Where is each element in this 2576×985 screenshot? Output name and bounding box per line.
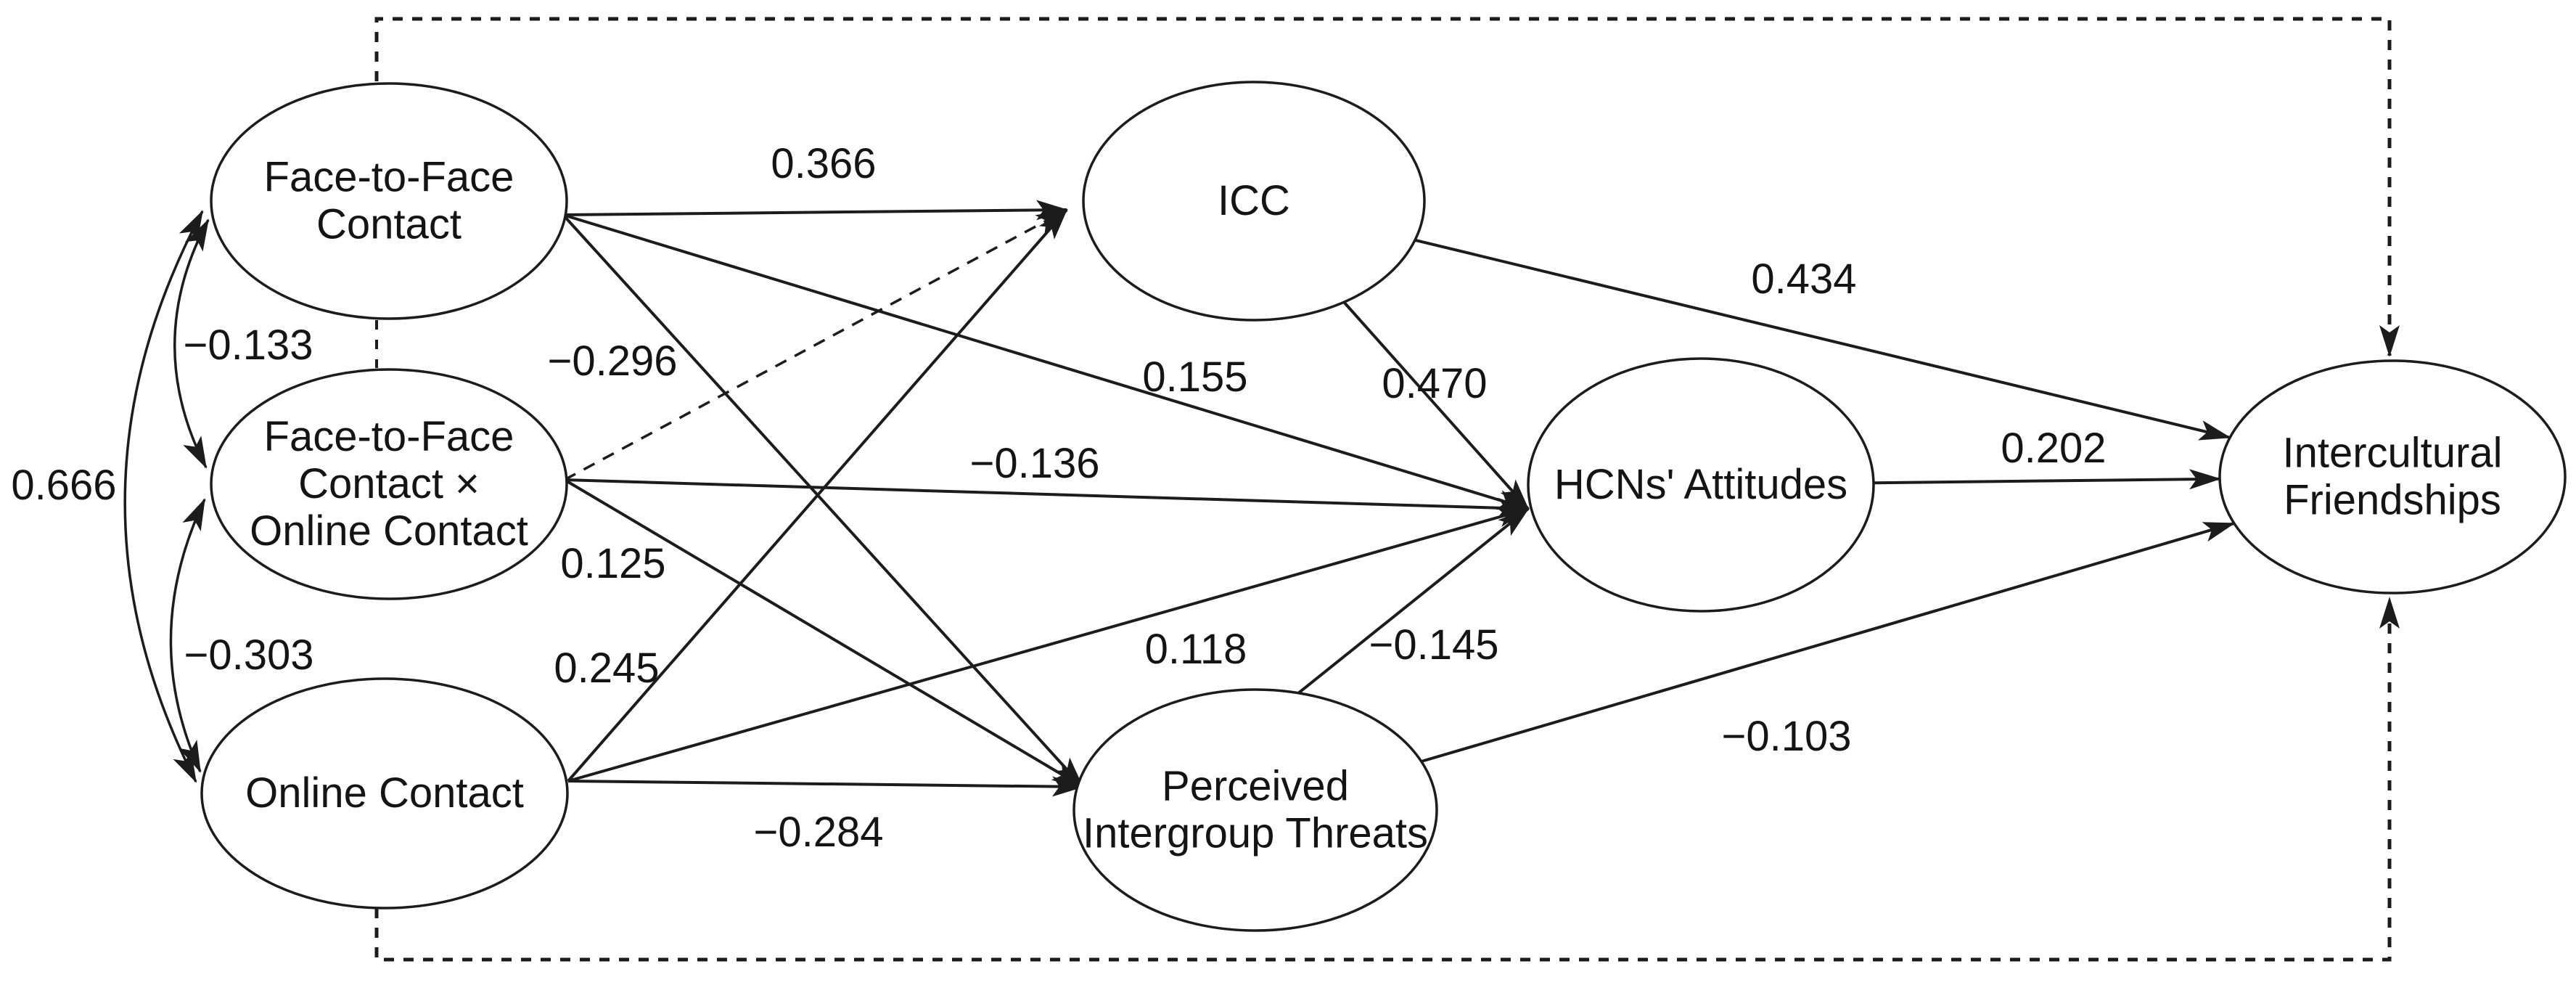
node-label-line: Online Contact <box>250 507 528 555</box>
path-arrow-ftfxonline-to-attitudes <box>564 478 1530 518</box>
path-coefficient-online-to-attitudes: 0.118 <box>1145 626 1247 673</box>
covariance-coefficient-ftfxonline-online: −0.303 <box>184 632 313 679</box>
path-coefficient-ftf-to-threats: −0.296 <box>547 338 677 385</box>
node-label-line: Friendships <box>2284 477 2501 524</box>
path-arrow-online-to-threats <box>567 776 1084 797</box>
node-ellipse-ftfxonline <box>210 368 568 600</box>
path-arrow-attitudes-to-friendships <box>1873 469 2222 490</box>
node-label-line: Face-to-Face <box>264 154 514 201</box>
node-label-line: Face-to-Face <box>264 413 514 460</box>
path-arrow-ftfxonline-to-threats <box>563 478 1084 788</box>
node-label-attitudes: HCNs' Attitudes <box>1554 461 1847 508</box>
path-coefficient-icc-to-friendships: 0.434 <box>1751 256 1856 303</box>
covariance-curve-ftf-online <box>123 210 204 783</box>
path-coefficient-threats-to-attitudes: −0.145 <box>1369 621 1498 669</box>
path-icc-to-attitudes: 0.470 <box>1342 301 1530 510</box>
path-arrow-ftfxonline-to-icc <box>564 208 1068 481</box>
moderation-frame <box>374 17 2400 962</box>
path-arrow-ftf-to-threats <box>562 213 1084 788</box>
node-label-line: Contact × <box>298 460 480 507</box>
covariance-coefficient-ftf-ftfxonline: −0.133 <box>183 322 313 369</box>
path-arrow-online-to-attitudes <box>567 507 1530 782</box>
path-coefficient-icc-to-attitudes: 0.470 <box>1382 360 1487 407</box>
node-label-icc: ICC <box>1218 177 1290 224</box>
path-threats-to-attitudes: −0.145 <box>1289 507 1530 701</box>
node-label-online: Online Contact <box>245 769 524 817</box>
path-arrow-icc-to-friendships <box>1414 238 2232 441</box>
path-arrow-icc-to-attitudes <box>1342 301 1530 510</box>
node-icc: ICC <box>1082 81 1426 322</box>
node-attitudes: HCNs' Attitudes <box>1527 357 1875 613</box>
path-ftfxonline-to-threats: 0.125 <box>560 478 1084 788</box>
path-ftfxonline-to-attitudes: −0.136 <box>564 440 1530 518</box>
node-label-line: ICC <box>1218 177 1290 224</box>
covariance-coefficient-ftf-online: 0.666 <box>11 462 116 509</box>
path-coefficient-attitudes-to-friendships: 0.202 <box>2001 425 2106 472</box>
path-coefficient-ftf-to-icc: 0.366 <box>771 140 876 187</box>
path-ftfxonline-to-icc <box>564 208 1068 481</box>
path-ftf-to-icc: 0.366 <box>562 140 1068 221</box>
moderation-frame-top <box>374 17 2400 357</box>
path-coefficient-ftfxonline-to-attitudes: −0.136 <box>969 440 1099 487</box>
path-coefficient-threats-to-friendships: −0.103 <box>1721 713 1851 760</box>
path-online-to-icc: 0.245 <box>554 208 1068 782</box>
node-label-line: HCNs' Attitudes <box>1554 461 1847 508</box>
node-ellipse-icc <box>1082 81 1426 322</box>
node-online: Online Contact <box>200 677 569 910</box>
path-ftf-to-attitudes: 0.155 <box>562 213 1530 510</box>
path-coefficient-ftfxonline-to-threats: 0.125 <box>560 540 665 587</box>
path-arrow-ftf-to-icc <box>562 200 1068 221</box>
node-ellipse-friendships <box>2218 359 2567 594</box>
node-ellipse-ftf <box>210 82 568 320</box>
path-threats-to-friendships: −0.103 <box>1421 521 2236 763</box>
path-attitudes-to-friendships: 0.202 <box>1873 425 2222 490</box>
path-arrow-threats-to-friendships <box>1421 521 2236 763</box>
node-label-line: Online Contact <box>245 769 524 817</box>
path-icc-to-friendships: 0.434 <box>1414 238 2232 441</box>
path-coefficient-online-to-icc: 0.245 <box>554 645 659 692</box>
node-label-line: Intergroup Threats <box>1083 810 1428 857</box>
path-arrow-ftf-to-attitudes <box>562 213 1530 510</box>
moderation-frame-bottom <box>374 597 2400 962</box>
covariance-ftf-online: 0.666 <box>11 210 204 783</box>
node-label-line: Intercultural <box>2282 430 2502 477</box>
node-label-line: Contact <box>316 201 462 248</box>
path-coefficient-online-to-threats: −0.284 <box>753 809 883 856</box>
path-online-to-attitudes: 0.118 <box>567 507 1530 782</box>
path-coefficient-ftf-to-attitudes: 0.155 <box>1142 353 1247 401</box>
path-online-to-threats: −0.284 <box>567 776 1084 856</box>
node-ellipse-threats <box>1072 688 1438 932</box>
node-ellipse-online <box>200 677 569 910</box>
path-arrow-online-to-icc <box>567 208 1068 782</box>
path-arrow-threats-to-attitudes <box>1289 507 1530 701</box>
path-ftf-to-threats: −0.296 <box>547 213 1084 788</box>
node-label-line: Perceived <box>1162 763 1349 810</box>
node-ellipse-attitudes <box>1527 357 1875 613</box>
